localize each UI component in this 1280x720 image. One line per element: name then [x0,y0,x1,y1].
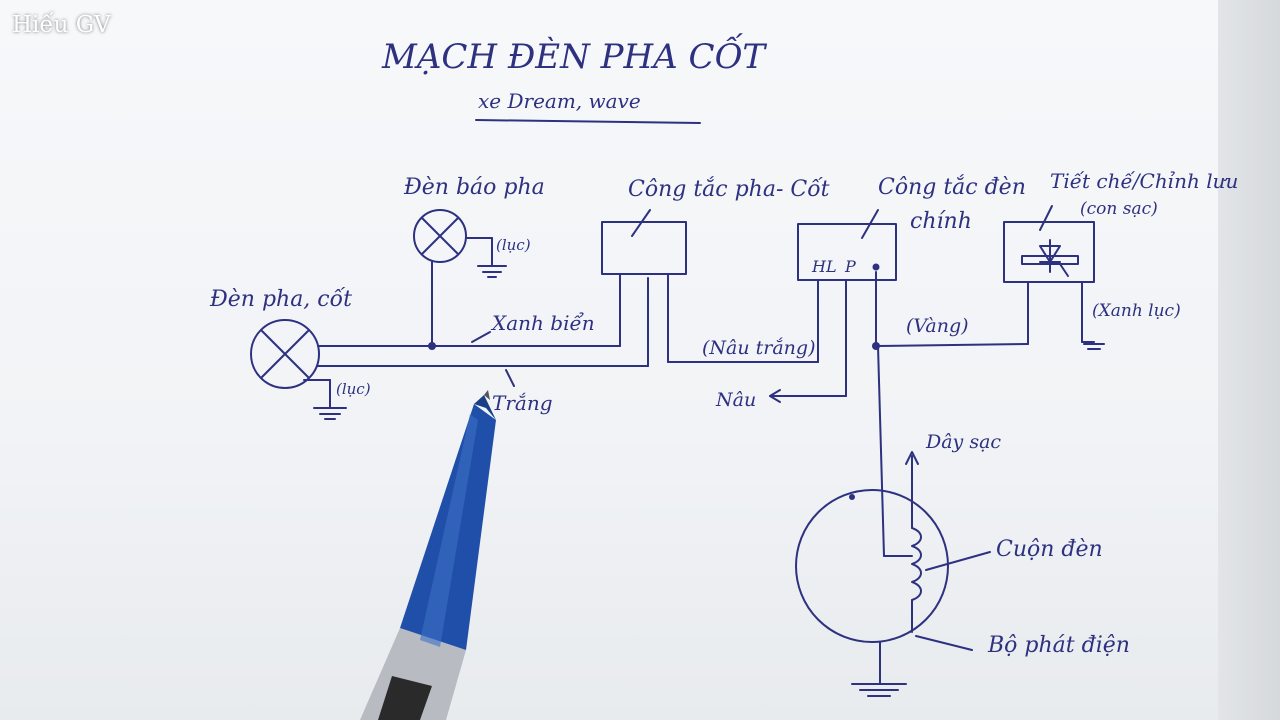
label-headlight-ground: (lục) [336,380,371,398]
wire-yellow [872,271,1029,557]
label-beam-switch: Công tắc pha- Cốt [628,176,830,202]
label-charge-wire: Dây sạc [925,431,1001,453]
pen [360,390,496,720]
label-lighting-coil: Cuộn đèn [996,537,1103,562]
wire-brown-white [667,273,819,363]
label-regulator-line2: (con sạc) [1080,199,1158,219]
beam-switch-box [601,221,687,275]
label-high-beam-indicator: Đèn báo pha [403,175,545,200]
wire-white-pointer [505,369,515,387]
label-wire-yellow: (Vàng) [906,315,969,337]
label-main-switch-line1: Công tắc đèn [878,174,1026,200]
generator [795,451,949,697]
terminal-hl: HL [811,257,837,276]
label-regulator-ground: (Xanh lục) [1092,301,1181,321]
label-main-switch-line2: chính [910,209,972,234]
label-wire-blue: Xanh biển [490,311,595,335]
high-beam-indicator-lamp [413,209,507,278]
diagram-title: MẠCH ĐÈN PHA CỐT [381,33,767,77]
channel-watermark: Hiếu GV [12,12,111,38]
label-generator: Bộ phát điện [987,633,1130,658]
wire-brown [769,279,847,403]
wire-blue-pointer [471,331,491,343]
label-indicator-ground: (lục) [496,236,531,254]
generator-pointer [915,635,973,651]
beam-switch-pointer [631,209,651,237]
wire-blue [317,261,621,350]
background-wall [1218,0,1280,720]
diagram-subtitle: xe Dream, wave [478,89,641,113]
label-wire-brown: Nâu [715,389,756,411]
main-switch-pointer [861,209,879,239]
label-regulator-line1: Tiết chế/Chỉnh lưu [1050,169,1238,193]
label-wire-white: Trắng [492,391,553,415]
label-headlight: Đèn pha, cốt [209,286,352,312]
wire-white [317,277,649,367]
regulator-box [1003,221,1095,283]
subtitle-underline [475,119,701,124]
terminal-p: P [844,257,856,276]
label-wire-brown-white: (Nâu trắng) [702,337,816,359]
regulator-ground [1081,281,1105,350]
coil-pointer [925,551,991,571]
headlight-lamp [250,319,347,420]
regulator-pointer [1039,205,1053,231]
terminal-dot [872,263,880,271]
